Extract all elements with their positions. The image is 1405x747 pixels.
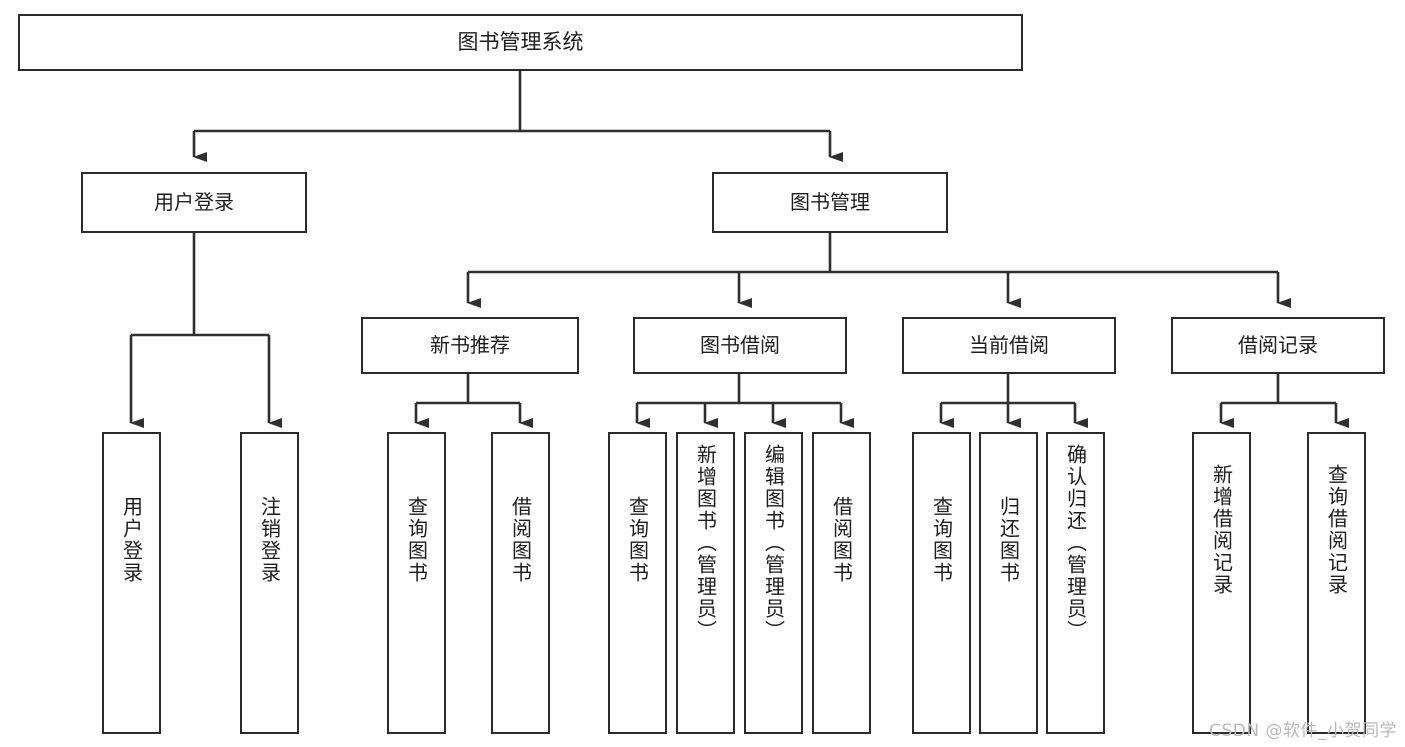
leaf-user-login[interactable]: 用户登录 (102, 432, 161, 734)
leaf-borrow-book-2[interactable]: 借阅图书 (812, 432, 871, 734)
leaf-confirm-return-label: 确认归还（管理员） (1063, 444, 1088, 642)
leaf-borrow-book-1-label: 借阅图书 (508, 496, 533, 584)
leaf-confirm-return[interactable]: 确认归还（管理员） (1046, 432, 1105, 734)
leaf-add-book-label: 新增图书（管理员） (693, 444, 718, 642)
node-borrow-record[interactable]: 借阅记录 (1171, 317, 1385, 374)
leaf-add-record-label: 新增借阅记录 (1209, 464, 1234, 596)
leaf-add-record[interactable]: 新增借阅记录 (1192, 432, 1251, 734)
node-book-management-label: 图书管理 (790, 189, 870, 214)
leaf-query-book-1-label: 查询图书 (404, 496, 429, 584)
leaf-query-record-label: 查询借阅记录 (1324, 464, 1349, 596)
leaf-query-record[interactable]: 查询借阅记录 (1307, 432, 1366, 734)
watermark-text: CSDN @软件_小贺同学 (1209, 721, 1397, 741)
leaf-logout-login[interactable]: 注销登录 (240, 432, 299, 734)
leaf-query-book-3-label: 查询图书 (929, 496, 954, 584)
node-user-login-label: 用户登录 (154, 189, 234, 214)
leaf-add-book[interactable]: 新增图书（管理员） (676, 432, 735, 734)
leaf-query-book-2-label: 查询图书 (625, 496, 650, 584)
node-book-borrow[interactable]: 图书借阅 (633, 317, 847, 374)
node-new-book-recommend-label: 新书推荐 (430, 332, 510, 357)
leaf-return-book[interactable]: 归还图书 (979, 432, 1038, 734)
leaf-query-book-2[interactable]: 查询图书 (608, 432, 667, 734)
node-root[interactable]: 图书管理系统 (18, 14, 1023, 71)
leaf-user-login-label: 用户登录 (119, 496, 144, 584)
node-current-borrow-label: 当前借阅 (969, 332, 1049, 357)
node-current-borrow[interactable]: 当前借阅 (902, 317, 1116, 374)
node-root-label: 图书管理系统 (457, 30, 584, 55)
node-user-login[interactable]: 用户登录 (81, 172, 307, 233)
leaf-return-book-label: 归还图书 (996, 496, 1021, 584)
leaf-borrow-book-2-label: 借阅图书 (829, 496, 854, 584)
node-book-borrow-label: 图书借阅 (700, 332, 780, 357)
node-book-management[interactable]: 图书管理 (712, 172, 948, 233)
leaf-logout-login-label: 注销登录 (257, 496, 282, 584)
leaf-edit-book[interactable]: 编辑图书（管理员） (744, 432, 803, 734)
leaf-borrow-book-1[interactable]: 借阅图书 (491, 432, 550, 734)
leaf-edit-book-label: 编辑图书（管理员） (761, 444, 786, 642)
node-borrow-record-label: 借阅记录 (1238, 332, 1318, 357)
leaf-query-book-3[interactable]: 查询图书 (912, 432, 971, 734)
node-new-book-recommend[interactable]: 新书推荐 (361, 317, 579, 374)
leaf-query-book-1[interactable]: 查询图书 (387, 432, 446, 734)
